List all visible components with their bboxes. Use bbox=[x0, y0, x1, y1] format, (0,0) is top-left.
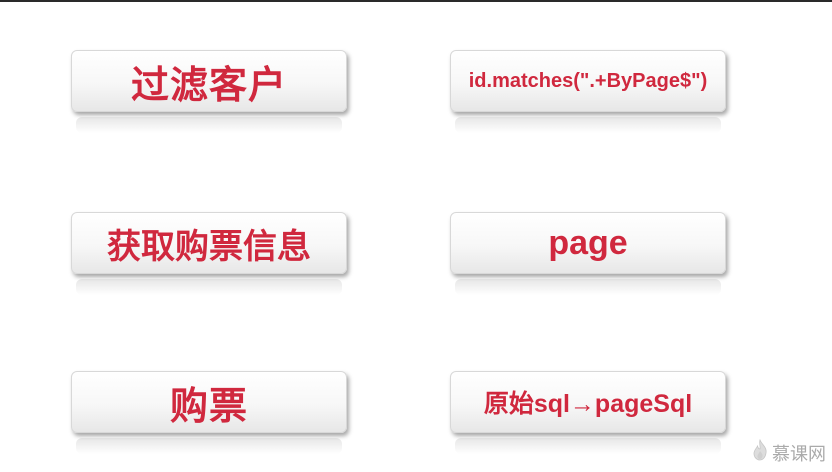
filter-customer-card: 过滤客户 bbox=[71, 50, 347, 133]
imooc-watermark: 慕课网 bbox=[751, 438, 826, 466]
buy-ticket-card: 购票 bbox=[71, 371, 347, 454]
filter-customer-label: 过滤客户 bbox=[130, 62, 287, 107]
flame-icon bbox=[751, 438, 769, 466]
watermark-text: 慕课网 bbox=[772, 443, 826, 465]
sql-to-pagesql-label: 原始sql→pageSql bbox=[483, 390, 693, 418]
page-label: page bbox=[548, 223, 628, 262]
get-ticket-info-card: 获取购票信息 bbox=[71, 212, 347, 295]
top-border bbox=[0, 0, 832, 2]
get-ticket-info-label: 获取购票信息 bbox=[107, 226, 311, 267]
buy-ticket-label: 购票 bbox=[169, 383, 248, 428]
page-card: page bbox=[450, 212, 726, 295]
sql-to-pagesql-card: 原始sql→pageSql bbox=[450, 371, 726, 454]
id-matches-card: id.matches(".+ByPage$") bbox=[450, 50, 726, 133]
id-matches-label: id.matches(".+ByPage$") bbox=[468, 69, 708, 92]
